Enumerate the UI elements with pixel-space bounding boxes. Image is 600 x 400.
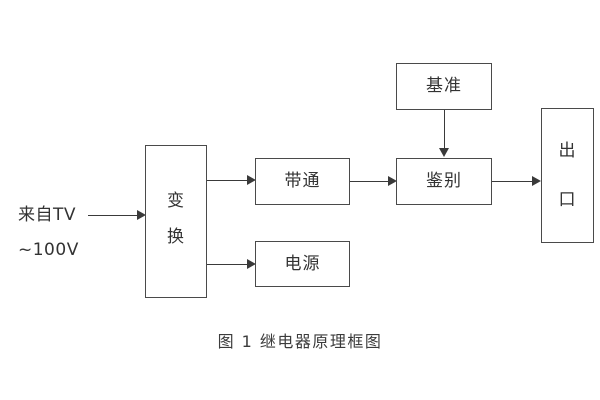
- block-output-char1: 出: [558, 140, 577, 161]
- block-output-char2: 口: [558, 189, 577, 210]
- block-convert: 变 换: [145, 145, 207, 298]
- source-label-line1: 来自TV: [18, 205, 77, 225]
- block-power-supply: 电源: [255, 241, 350, 287]
- block-reference: 基准: [396, 63, 492, 110]
- arrowhead-reference-to-discriminator: [439, 148, 449, 157]
- block-convert-char2: 换: [167, 226, 185, 247]
- arrowhead-convert-to-power: [247, 259, 256, 269]
- arrowhead-input-to-convert: [137, 210, 146, 220]
- source-label-line2: ~100V: [18, 240, 79, 260]
- figure-caption: 图 1 继电器原理框图: [217, 332, 383, 351]
- block-output: 出 口: [541, 108, 594, 243]
- connector-convert-to-power-line: [207, 264, 248, 265]
- connector-input-to-convert-line: [88, 215, 138, 216]
- block-bandpass: 带通: [255, 158, 350, 205]
- block-discriminator: 鉴别: [396, 158, 492, 205]
- block-convert-char1: 变: [167, 191, 185, 212]
- connector-bandpass-to-discriminator-line: [350, 181, 389, 182]
- arrowhead-bandpass-to-discriminator: [388, 176, 397, 186]
- arrowhead-convert-to-bandpass: [247, 175, 256, 185]
- arrowhead-discriminator-to-output: [532, 176, 541, 186]
- connector-discriminator-to-output-line: [492, 181, 534, 182]
- connector-reference-to-discriminator-line: [444, 110, 445, 149]
- connector-convert-to-bandpass-line: [207, 180, 248, 181]
